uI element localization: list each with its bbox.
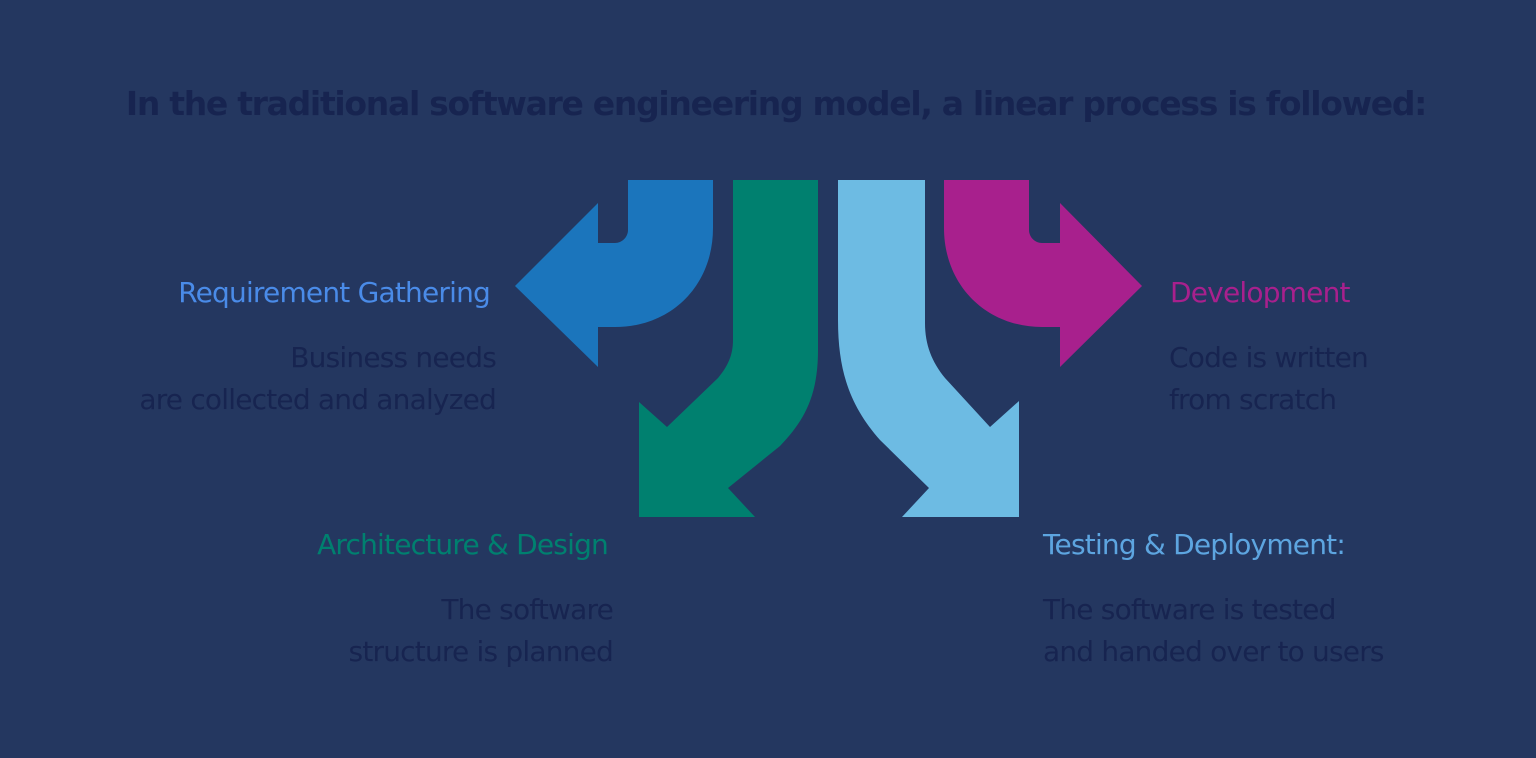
curved-arrow-down-left-icon (639, 180, 818, 517)
description-line: The software is tested (1043, 593, 1336, 626)
stage-description-requirement-gathering: Business needs are collected and analyze… (139, 337, 496, 421)
diagram-title: In the traditional software engineering … (125, 84, 1428, 123)
description-line: Code is written (1169, 341, 1369, 374)
description-line: The software (441, 593, 613, 626)
stage-description-testing-deployment: The software is tested and handed over t… (1043, 589, 1385, 673)
curved-arrow-left-icon (515, 180, 713, 367)
description-line: and handed over to users (1043, 635, 1385, 668)
description-line: structure is planned (348, 635, 614, 668)
stage-label-requirement-gathering: Requirement Gathering (178, 276, 491, 309)
stage-description-development: Code is written from scratch (1169, 337, 1369, 421)
description-line: Business needs (290, 341, 497, 374)
curved-arrow-right-icon (944, 180, 1142, 367)
stage-label-development: Development (1170, 276, 1351, 309)
stage-description-architecture-design: The software structure is planned (348, 589, 614, 673)
stage-label-testing-deployment: Testing & Deployment: (1043, 528, 1346, 561)
description-line: are collected and analyzed (139, 383, 496, 416)
curved-arrow-down-right-icon (838, 180, 1019, 517)
stage-label-architecture-design: Architecture & Design (317, 528, 609, 561)
description-line: from scratch (1169, 383, 1337, 416)
